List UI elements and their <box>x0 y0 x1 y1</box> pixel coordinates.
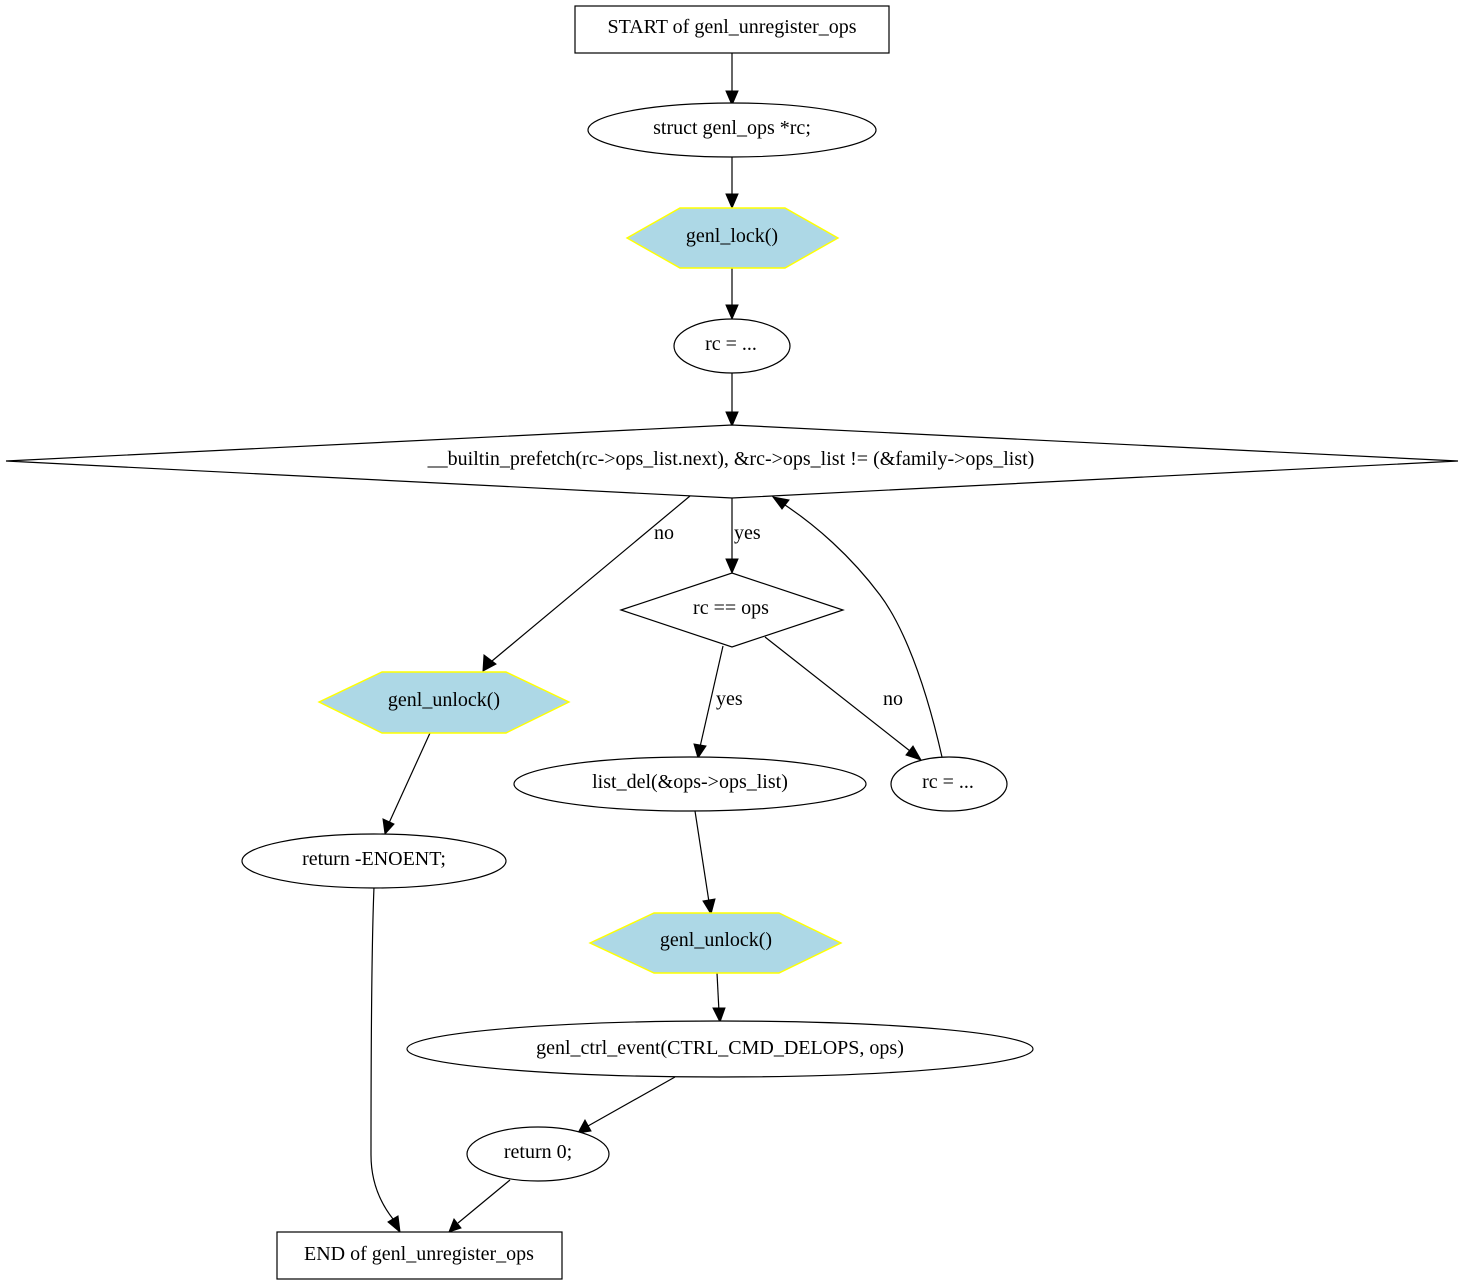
arrowhead <box>702 898 716 916</box>
decl-ellipse <box>587 102 877 158</box>
arrowhead <box>725 193 739 210</box>
list-del-label: list_del(&ops->ops_list) <box>592 771 788 793</box>
ctrl-event-label: genl_ctrl_event(CTRL_CMD_DELOPS, ops) <box>536 1037 904 1059</box>
node-return-zero: return 0; <box>466 1126 610 1182</box>
list-del-ellipse <box>513 756 867 812</box>
edge-ctrl-event-to-return-zero <box>587 1076 676 1127</box>
check-yes-label: yes <box>716 688 743 710</box>
ctrl-event-ellipse <box>406 1020 1034 1078</box>
unlock-fail-hexagon <box>317 671 571 734</box>
node-ctrl-event: genl_ctrl_event(CTRL_CMD_DELOPS, ops) <box>406 1020 1034 1078</box>
return-enoent-label: return -ENOENT; <box>302 848 446 870</box>
arrowhead <box>725 304 739 321</box>
return-zero-label: return 0; <box>504 1141 572 1163</box>
node-check: rc == ops <box>619 572 845 648</box>
node-start: START of genl_unregister_ops <box>574 5 890 54</box>
node-end: END of genl_unregister_ops <box>276 1231 563 1280</box>
arrowhead <box>448 1217 462 1233</box>
unlock-ok-hexagon <box>588 912 843 974</box>
arrowhead <box>725 90 739 107</box>
arrowhead <box>382 818 395 836</box>
edge-list-del-to-unlock <box>694 810 710 903</box>
arrowhead <box>725 558 739 575</box>
edge-return-enoent-to-end <box>370 886 394 1220</box>
arrowhead <box>693 743 707 760</box>
node-list-del: list_del(&ops->ops_list) <box>513 756 867 812</box>
lock-hexagon <box>625 207 840 269</box>
edge-return-zero-to-end <box>457 1179 511 1224</box>
check-label: rc == ops <box>693 597 769 619</box>
end-label: END of genl_unregister_ops <box>304 1243 534 1265</box>
node-lock: genl_lock() <box>625 207 840 269</box>
node-return-enoent: return -ENOENT; <box>241 833 507 889</box>
edge-rc-next-to-loop <box>784 504 943 758</box>
arrowhead <box>482 654 497 672</box>
edge-unlock-to-ctrl-event <box>716 972 720 1013</box>
rc-next-label: rc = ... <box>922 771 974 793</box>
check-diamond <box>619 572 845 648</box>
start-label: START of genl_unregister_ops <box>607 16 856 38</box>
rc-next-ellipse <box>890 756 1008 812</box>
return-zero-ellipse <box>466 1126 610 1182</box>
edges <box>370 53 943 1234</box>
decl-label: struct genl_ops *rc; <box>653 117 811 139</box>
loop-yes-label: yes <box>734 522 761 544</box>
rc-init-label: rc = ... <box>705 333 757 355</box>
arrowhead <box>905 745 923 761</box>
arrowhead <box>725 411 739 428</box>
arrowhead <box>577 1118 592 1134</box>
lock-label: genl_lock() <box>686 225 778 247</box>
node-unlock-ok: genl_unlock() <box>588 912 843 974</box>
start-box <box>574 5 890 54</box>
edge-loop-no <box>491 495 691 662</box>
arrowhead <box>771 496 790 510</box>
node-decl: struct genl_ops *rc; <box>587 102 877 158</box>
check-no-label: no <box>883 688 903 710</box>
node-rc-next: rc = ... <box>890 756 1008 812</box>
end-box <box>276 1231 563 1280</box>
loop-diamond <box>5 424 1459 499</box>
loop-no-label: no <box>654 522 674 544</box>
loop-condition-label: __builtin_prefetch(rc->ops_list.next), &… <box>427 448 1035 470</box>
edge-unlock-fail-to-return <box>388 732 431 824</box>
edge-check-no <box>764 636 911 752</box>
edge-labels: no yes yes no <box>654 522 903 710</box>
arrowhead <box>712 1007 726 1024</box>
unlock-ok-label: genl_unlock() <box>660 929 772 951</box>
rc-init-ellipse <box>673 318 791 374</box>
arrowhead <box>387 1215 401 1234</box>
node-unlock-fail: genl_unlock() <box>317 671 571 734</box>
unlock-fail-label: genl_unlock() <box>388 689 500 711</box>
edge-check-yes <box>699 645 724 748</box>
node-rc-init: rc = ... <box>673 318 791 374</box>
return-enoent-ellipse <box>241 833 507 889</box>
node-loop-condition: __builtin_prefetch(rc->ops_list.next), &… <box>5 424 1459 499</box>
